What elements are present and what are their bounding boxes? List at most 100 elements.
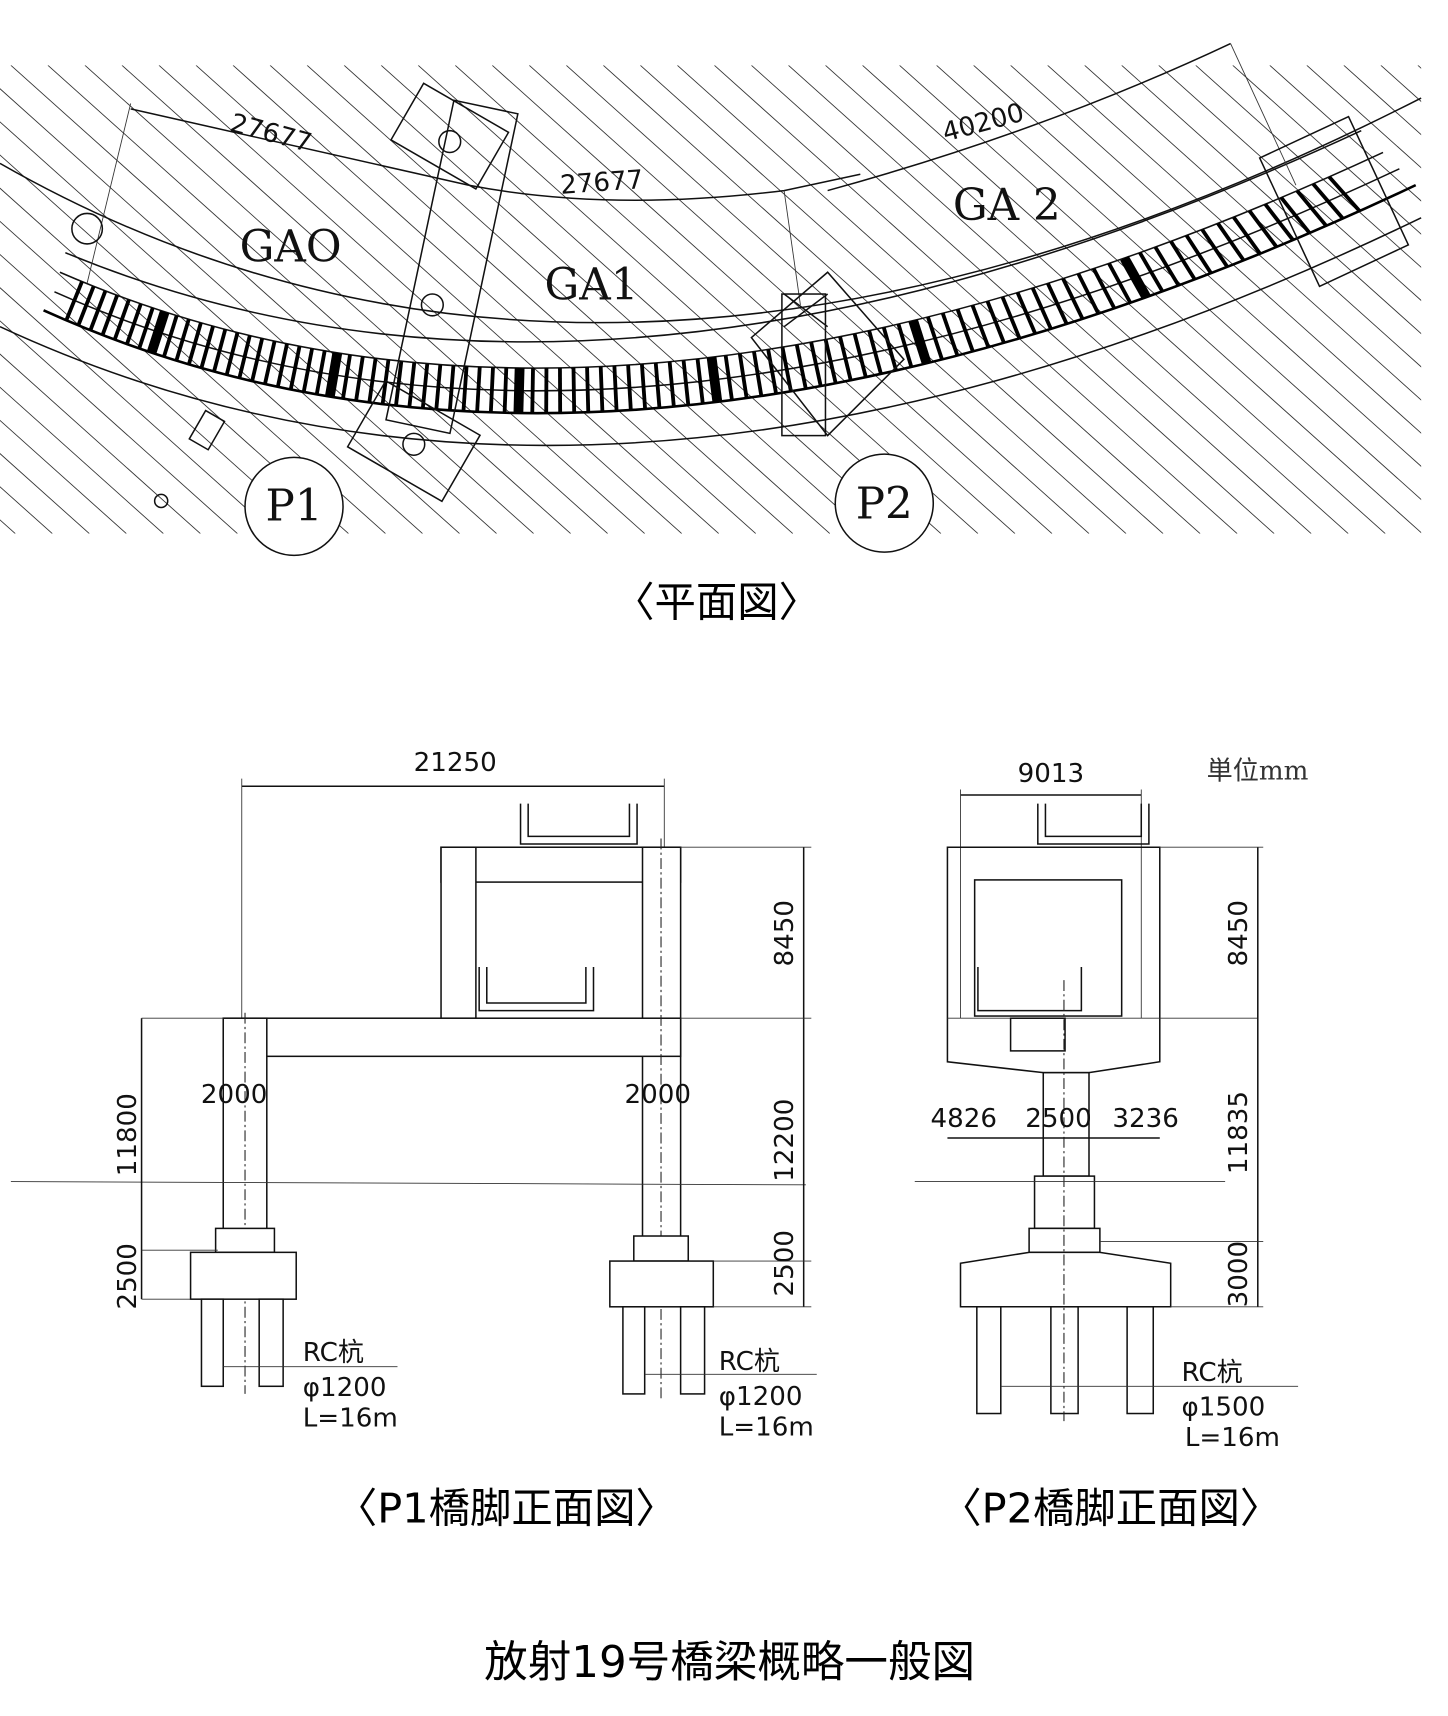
hatch-line [1343, 65, 1422, 136]
cross-tie [723, 355, 734, 401]
dim-horizontal: 3236 [1112, 1104, 1179, 1134]
cross-tie [1120, 255, 1151, 300]
hatch-line [751, 65, 1275, 534]
dim-horizontal: 4826 [931, 1104, 997, 1134]
hatch-line [1269, 65, 1422, 202]
column-width-label: 2000 [625, 1080, 692, 1110]
hatch-line [0, 386, 164, 534]
pier-marker-p2: P2 [834, 453, 935, 553]
right-footing [609, 1260, 715, 1308]
p1-front-view: 21250 2000 2000 11800 2500 8450 [10, 748, 817, 1532]
p2-pedestal [1028, 1227, 1101, 1254]
cross-tie [475, 366, 482, 412]
cross-tie [125, 303, 143, 345]
girder-line [54, 168, 1400, 392]
column-circle [420, 293, 444, 317]
cross-tie [250, 337, 265, 382]
side-fixture [188, 409, 226, 451]
cross-tie [780, 346, 793, 392]
cross-tie [985, 300, 1006, 344]
cross-tie [653, 362, 662, 409]
hatch-line [1306, 65, 1422, 169]
cross-tie [640, 363, 648, 410]
svg-text:P2: P2 [856, 479, 913, 529]
hatch-line [788, 65, 1312, 534]
hatch-line [1195, 65, 1422, 268]
pile-length: L=16m [1185, 1423, 1280, 1453]
dim-height: 2500 [770, 1230, 800, 1297]
dim-height: 3000 [1224, 1241, 1254, 1308]
extension-line [86, 103, 132, 284]
ground-line [10, 1181, 806, 1186]
hatch-line [677, 65, 1201, 534]
pile [1050, 1306, 1079, 1415]
hatch-line [0, 254, 312, 534]
cross-tie [76, 285, 96, 327]
cross-tie [612, 365, 619, 412]
cross-tie [301, 348, 314, 393]
girder-outer-edge [43, 183, 1417, 415]
p2-bent-frame [781, 293, 827, 437]
dimension-arc [827, 42, 1231, 192]
hatch-line [47, 65, 571, 534]
cross-tie [681, 360, 691, 406]
extension-line [783, 190, 801, 305]
p2-front-view: 単位mm 9013 4826 2500 3236 8450 11835 3000… [914, 757, 1309, 1532]
left-footing [189, 1251, 297, 1300]
hatch-line [269, 65, 794, 534]
hatch-line [0, 121, 460, 534]
hatch-line [232, 65, 757, 534]
hatch-line [1084, 65, 1422, 368]
cross-tie [224, 332, 240, 376]
cross-tie [1169, 240, 1197, 281]
dim-width: 21250 [414, 748, 497, 778]
pile-diameter: φ1200 [719, 1382, 803, 1412]
hatch-line [121, 65, 645, 534]
cross-tie [852, 333, 868, 378]
cross-tie [174, 318, 191, 362]
cross-tie [823, 339, 838, 384]
dim-height: 11835 [1224, 1091, 1254, 1174]
pile [976, 1306, 1002, 1415]
cross-tie [1076, 272, 1101, 315]
cross-tie [212, 328, 228, 373]
cross-tie [88, 290, 108, 331]
cross-tie [237, 335, 252, 379]
roadway-edge [0, 97, 1422, 324]
hatch-line [0, 154, 423, 534]
hatch-line [1158, 65, 1422, 302]
cross-tie [908, 319, 932, 365]
cross-tie [752, 351, 764, 397]
hatch-line [640, 65, 1164, 534]
cross-tie [706, 356, 723, 403]
cross-tie [881, 326, 898, 372]
p2-frame-opening [973, 879, 1123, 1017]
pile [1126, 1306, 1155, 1415]
svg-text:P1: P1 [266, 482, 323, 532]
cross-tie [1295, 189, 1328, 228]
p1-bottom-footing [346, 379, 482, 503]
hatch-line [565, 65, 1090, 534]
cross-tie [187, 322, 203, 365]
left-pedestal [214, 1227, 276, 1254]
cross-tie [1138, 251, 1165, 293]
hatch-line [417, 65, 942, 534]
hatch-line [603, 65, 1127, 534]
hatch-line [84, 65, 608, 534]
hatch-line [380, 65, 905, 534]
hatch-line [0, 419, 127, 534]
pier-marker-p1: P1 [244, 456, 344, 557]
hatch-line [306, 65, 831, 534]
cross-tie [571, 367, 577, 413]
hatch-line [1417, 65, 1422, 69]
p2-footing-outline [750, 271, 905, 437]
cross-tie [513, 367, 525, 414]
abutment-footing [1258, 115, 1410, 288]
cross-tie [1091, 267, 1117, 310]
column-circle [402, 432, 426, 456]
hatch-line [0, 320, 238, 534]
cross-tie [1015, 291, 1037, 335]
cross-tie [1279, 196, 1312, 235]
cross-tie [275, 343, 289, 388]
